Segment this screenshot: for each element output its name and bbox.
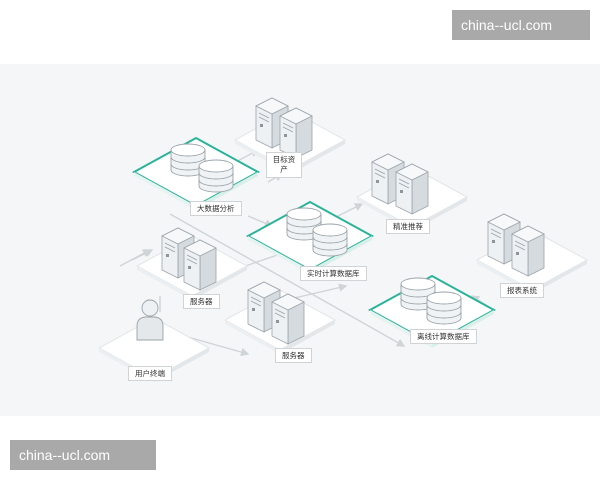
server-icon [395, 163, 429, 215]
watermark-bottom: china--ucl.com [10, 440, 156, 470]
label-user-terminal: 用户终端 [128, 366, 172, 381]
line-left-branch [119, 249, 152, 267]
database-icon [198, 159, 234, 193]
arrow-realtime-to-recommend [333, 203, 364, 219]
label-server-left: 服务器 [183, 294, 220, 309]
user-icon [136, 299, 164, 341]
label-target-assets: 目标资产 [266, 152, 302, 178]
label-realtime-db: 实时计算数据库 [300, 266, 367, 281]
server-icon [511, 225, 545, 277]
label-precise-recommendation: 精准推荐 [386, 219, 430, 234]
line-bigdata-to-offline [169, 213, 406, 347]
database-icon [312, 223, 348, 257]
database-icon [426, 291, 462, 325]
server-icon [271, 293, 305, 345]
architecture-diagram: 目标资产 大数据分析 精准推荐 实时计算数据库 报表系统 服务器 离线计算数据库… [0, 64, 600, 416]
watermark-top: china--ucl.com [452, 10, 590, 40]
server-icon [279, 107, 313, 159]
label-big-data-analysis: 大数据分析 [190, 201, 242, 216]
label-server-mid: 服务器 [275, 348, 312, 363]
server-icon [183, 239, 217, 291]
label-report-system: 报表系统 [500, 283, 544, 298]
diagram-svg [98, 97, 588, 383]
label-offline-db: 离线计算数据库 [410, 329, 477, 344]
